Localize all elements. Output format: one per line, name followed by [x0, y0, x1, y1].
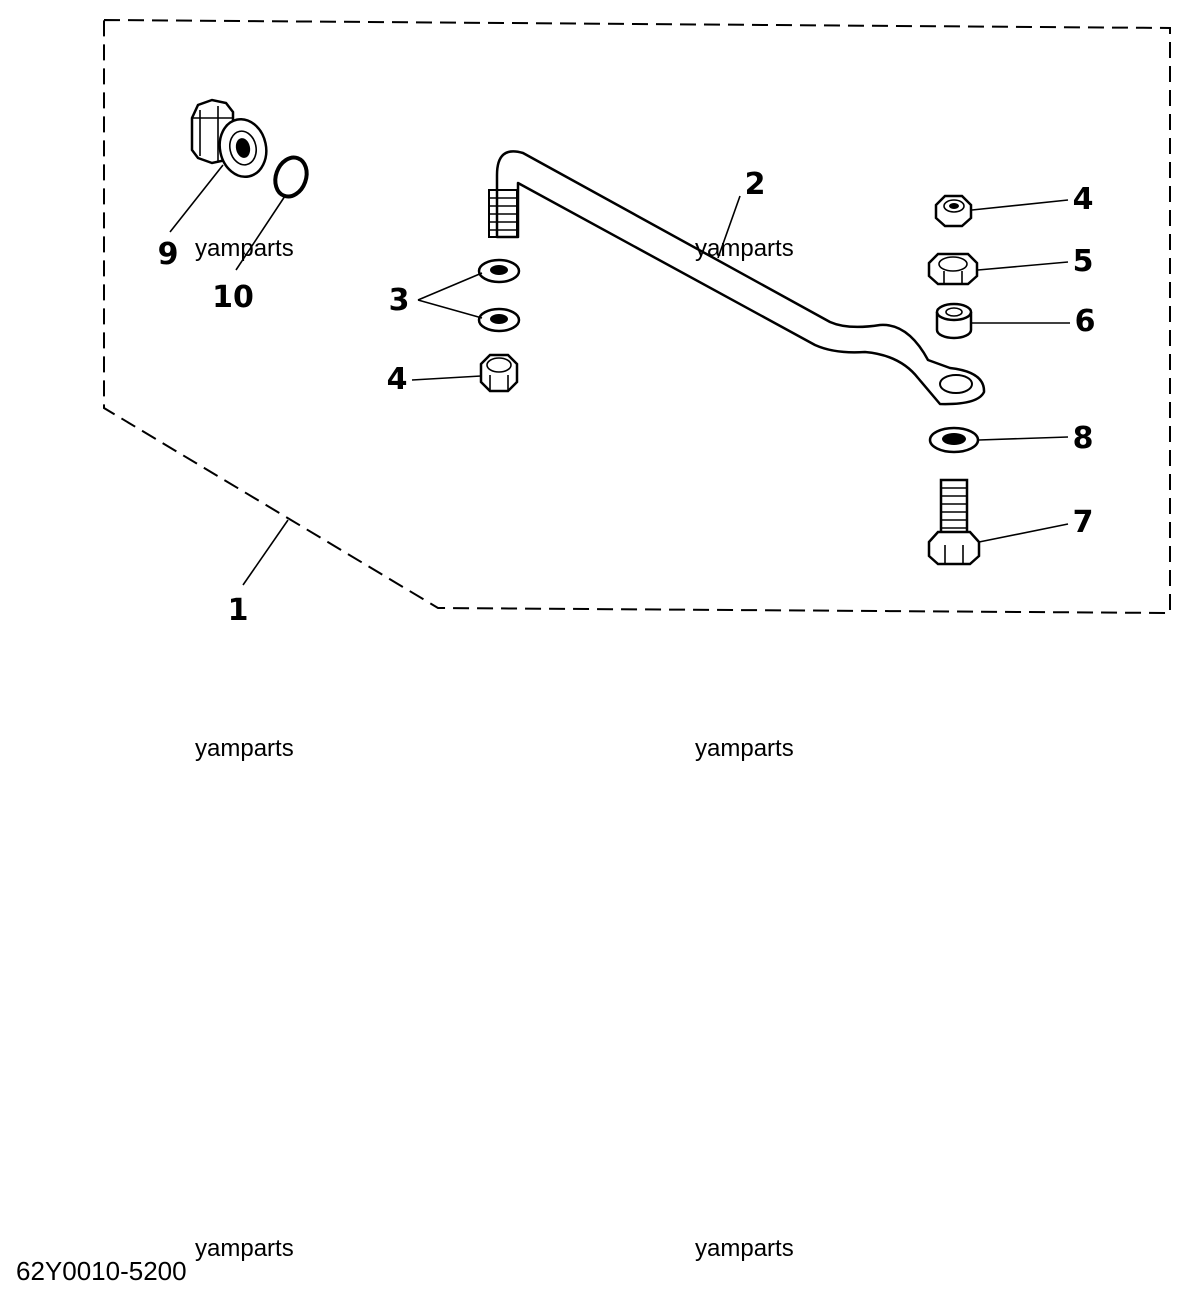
callout-9: 9 [158, 237, 179, 272]
collar-part-6 [935, 302, 973, 340]
nut-part-4-left [479, 353, 519, 393]
bushing-part-9 [190, 98, 268, 179]
hex-nut-part-5 [927, 252, 979, 286]
washer-part-8 [928, 426, 980, 454]
callout-6: 6 [1075, 304, 1096, 339]
callout-3: 3 [389, 283, 410, 318]
nut-part-4-right [934, 194, 973, 228]
callout-7: 7 [1073, 505, 1094, 540]
steering-rod-part-2 [488, 150, 986, 406]
leader-lines [169, 164, 1070, 586]
kit-boundary [103, 18, 1171, 615]
watermark: yamparts [695, 235, 794, 262]
part-code: 62Y0010-5200 [16, 1256, 187, 1286]
watermark: yamparts [695, 735, 794, 762]
watermark: yamparts [695, 1235, 794, 1262]
callout-8: 8 [1073, 421, 1094, 456]
callout-5: 5 [1073, 244, 1094, 279]
callout-1: 1 [228, 593, 249, 628]
o-ring-part-10 [273, 155, 309, 199]
callout-2: 2 [745, 167, 766, 202]
watermark: yamparts [195, 1235, 294, 1262]
bolt-part-7 [927, 478, 981, 566]
watermark: yamparts [195, 735, 294, 762]
watermark: yamparts [195, 235, 294, 262]
callout-10: 10 [212, 280, 254, 315]
washer-part-3-upper [477, 258, 521, 284]
callout-4-left: 4 [387, 362, 408, 397]
callout-4-right: 4 [1073, 182, 1094, 217]
washer-part-3-lower [477, 307, 521, 333]
